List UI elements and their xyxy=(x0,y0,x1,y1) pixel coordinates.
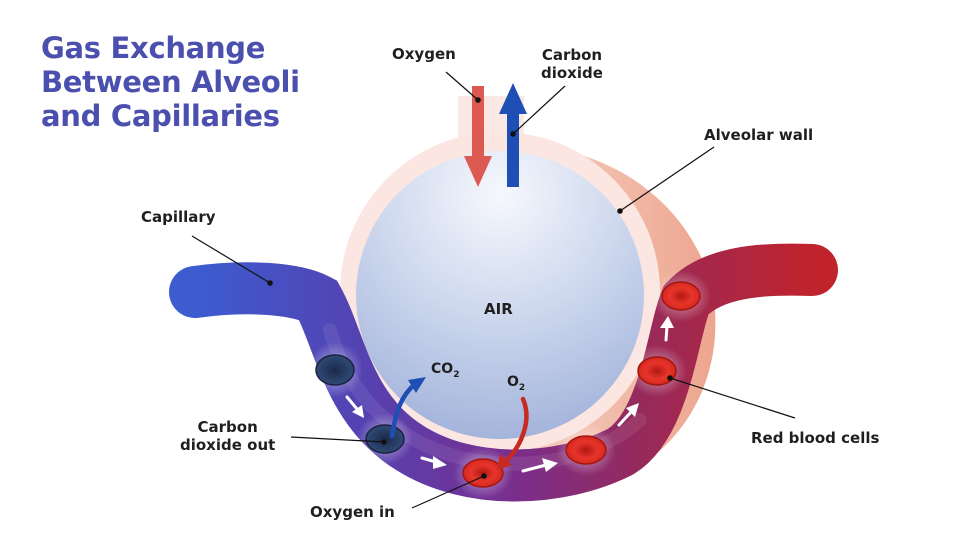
deoxygenated-cell-icon xyxy=(357,413,413,465)
label-co2-out: Carbon dioxide out xyxy=(180,418,275,454)
oxygen-arrow-icon xyxy=(464,86,492,187)
red-blood-cell-icon xyxy=(627,345,687,397)
title-line: and Capillaries xyxy=(41,99,280,133)
flow-arrow-icon xyxy=(617,403,639,427)
leader-line-oxygen xyxy=(445,71,481,103)
leader-line-co2-out xyxy=(290,436,387,445)
label-alveolar-wall: Alveolar wall xyxy=(704,126,814,144)
label-co2-main: CO xyxy=(431,361,454,377)
label-o2: O2 xyxy=(507,373,525,397)
label-co2-sub: 2 xyxy=(453,369,460,380)
label-red-blood-cells: Red blood cells xyxy=(751,429,880,447)
co2-diffusion-arrow-icon xyxy=(389,377,426,439)
leader-line-oxygen-in xyxy=(411,473,487,509)
label-co2-out-line1: Carbon xyxy=(197,418,258,436)
deoxygenated-cell-icon xyxy=(307,342,363,398)
red-blood-cell-icon xyxy=(556,424,616,476)
leader-line-capillary xyxy=(191,235,273,286)
page-title: Gas Exchange Between Alveoli and Capilla… xyxy=(41,31,300,133)
title-line: Gas Exchange xyxy=(41,31,266,65)
label-capillary: Capillary xyxy=(141,208,216,226)
label-co2: CO2 xyxy=(431,360,459,384)
label-carbon-dioxide-line1: Carbon xyxy=(541,46,603,64)
red-blood-cell-icon xyxy=(453,447,513,499)
title-line: Between Alveoli xyxy=(41,65,300,99)
co2-arrow-icon xyxy=(499,83,527,187)
label-carbon-dioxide: Carbon dioxide xyxy=(541,46,603,82)
air-sac xyxy=(356,151,644,439)
label-o2-sub: 2 xyxy=(518,382,526,393)
label-oxygen: Oxygen xyxy=(392,45,456,63)
flow-arrow-icon xyxy=(345,395,364,418)
label-oxygen-in: Oxygen in xyxy=(310,503,395,521)
flow-arrow-icon xyxy=(420,456,447,469)
flow-arrow-icon xyxy=(521,458,558,473)
label-o2-main: O xyxy=(507,374,519,390)
leader-line-alveolar-wall xyxy=(617,146,715,214)
leader-line-red-blood-cells xyxy=(667,375,796,419)
o2-diffusion-arrow-icon xyxy=(497,396,529,470)
label-carbon-dioxide-line2: dioxide xyxy=(541,64,603,82)
red-blood-cell-icon xyxy=(651,270,711,322)
label-air: AIR xyxy=(484,300,513,318)
leader-line-carbon-dioxide xyxy=(510,85,566,137)
label-co2-out-line2: dioxide out xyxy=(180,436,276,454)
flow-arrow-icon xyxy=(660,316,674,342)
